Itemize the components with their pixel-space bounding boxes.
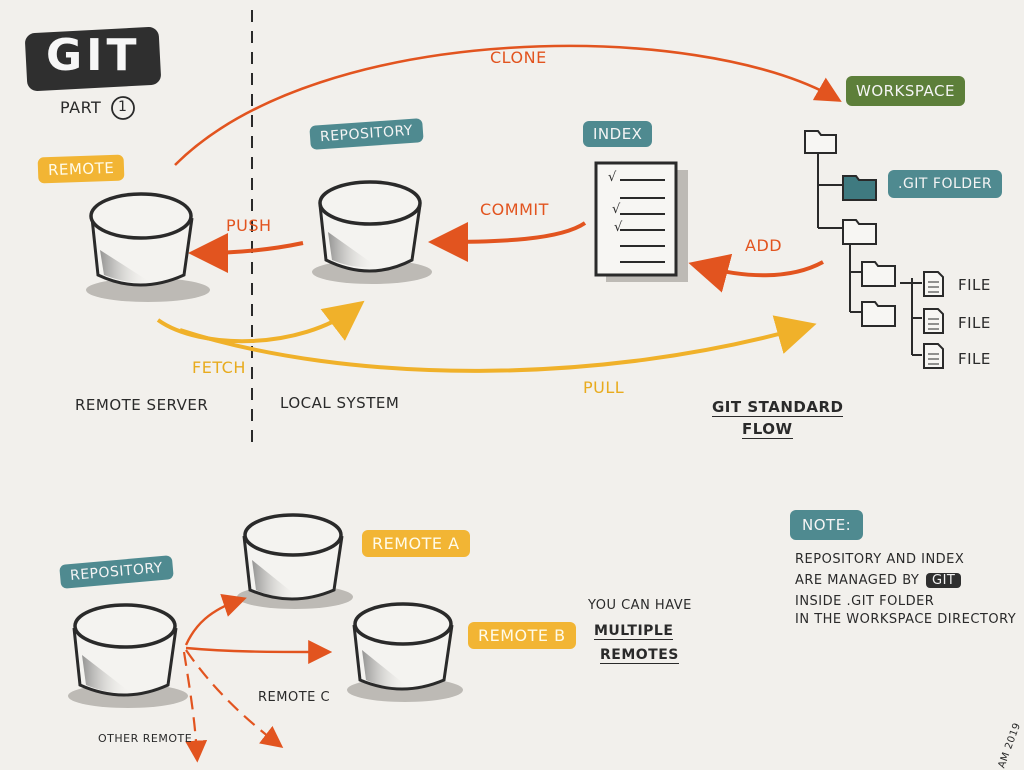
part-number: 1 [118,99,128,115]
nested-folder-icon [861,301,896,327]
commit-label: COMMIT [480,200,549,219]
multiple-remotes-line2: MULTIPLE [594,623,674,640]
remote-a-bucket [237,513,353,609]
git-folder-tag: .GIT FOLDER [888,170,1003,198]
git-folder-icon [842,175,877,201]
pull-label: PULL [583,378,625,397]
remote-a-tag: REMOTE A [362,530,470,557]
push-arrow [188,232,304,273]
file-icon [923,343,944,369]
remote-b-bucket [347,602,463,702]
fetch-arrow [156,300,365,344]
arrow-to-remote-b [185,639,333,664]
commit-arrow [428,221,587,262]
add-arrow [688,253,824,293]
repository-bucket [312,180,432,284]
note-tag: NOTE: [790,510,864,540]
note-line4: IN THE WORKSPACE DIRECTORY [795,612,1017,627]
index-tag: INDEX [583,121,653,147]
subtitle: PART [60,98,102,117]
arrow-to-remote-a [184,593,247,646]
note-git-chip: GIT [926,573,962,588]
remote-server-label: REMOTE SERVER [75,396,209,414]
remote-b-tag: REMOTE B [468,622,576,649]
workspace-folder-icon [804,130,837,154]
file-label: FILE [958,350,991,368]
part-number-circle [111,96,135,120]
nested-folder-icon [861,261,896,287]
pull-arrow [179,315,817,373]
file-icon [923,271,944,297]
subfolder-icon [842,219,877,245]
file-icon [923,308,944,334]
note-line2: ARE MANAGED BY GIT [795,573,962,588]
multiple-remotes-line3: REMOTES [600,647,679,664]
note-line3: INSIDE .GIT FOLDER [795,594,935,609]
remote-bucket [86,192,210,302]
note-line2-text: ARE MANAGED BY [795,573,920,588]
file-label: FILE [958,276,991,294]
remote-c-label: REMOTE C [258,690,331,705]
bottom-repository-bucket [68,603,188,708]
note-line1: REPOSITORY AND INDEX [795,552,965,567]
flow-caption-line2: FLOW [742,420,793,439]
remote-tag: REMOTE [37,154,125,184]
clone-label: CLONE [490,48,547,67]
index-check: √ [608,170,617,185]
workspace-tag: WORKSPACE [846,76,965,106]
file-label: FILE [958,314,991,332]
push-label: PUSH [226,216,272,235]
index-document [594,161,688,282]
index-check: √ [614,220,623,235]
local-system-label: LOCAL SYSTEM [280,394,400,412]
clone-arrow [174,44,842,166]
other-remote-label: OTHER REMOTE [98,732,193,745]
arrow-to-remote-c [185,649,284,749]
flow-caption-line1: GIT STANDARD [712,398,844,417]
fetch-label: FETCH [192,358,246,377]
workspace-tree [817,150,922,356]
index-check: √ [612,202,621,217]
arrow-to-other-remote [182,651,208,763]
add-label: ADD [745,236,783,255]
page-title: GIT [46,30,141,81]
multiple-remotes-line1: YOU CAN HAVE [588,598,692,613]
